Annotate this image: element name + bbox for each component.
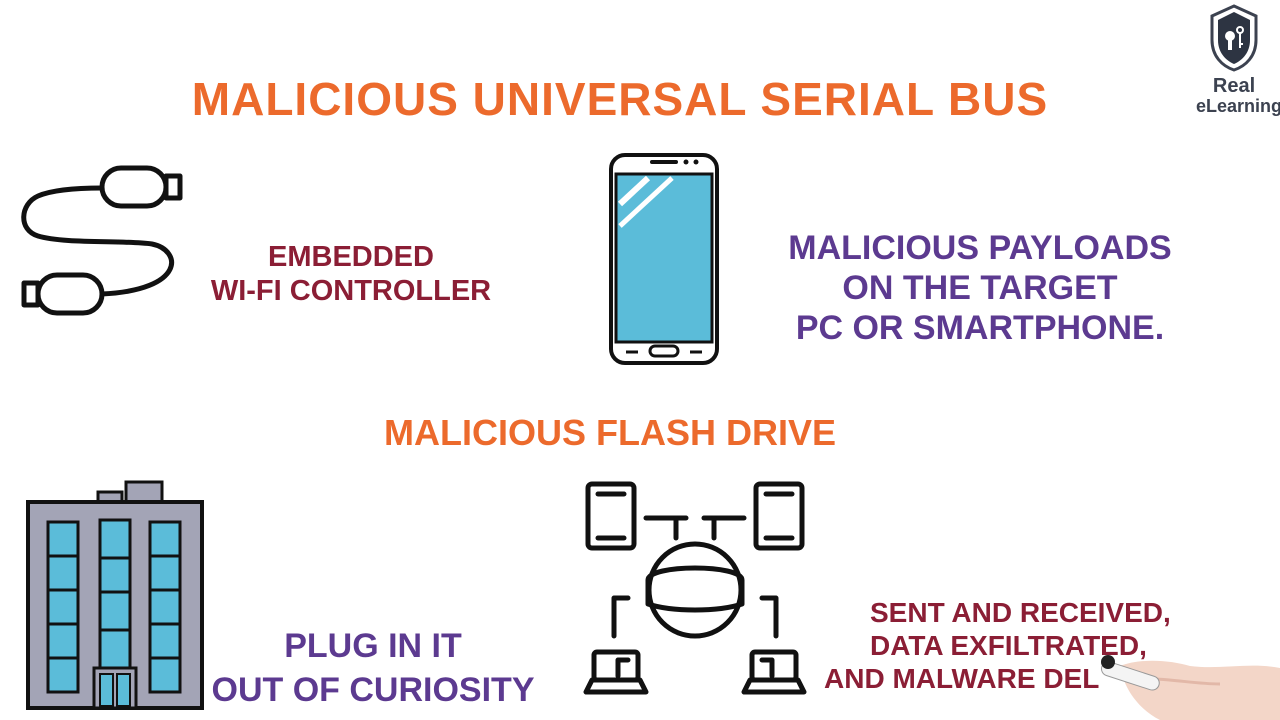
- office-building-icon: [26, 480, 204, 710]
- logo-text-elearning: eLearning: [1196, 96, 1280, 116]
- caption-line: ON THE TARGET: [842, 269, 1118, 308]
- logo-text-real: Real: [1212, 75, 1256, 97]
- caption-line: PLUG IN IT: [284, 627, 462, 665]
- caption-wifi-controller: EMBEDDED WI-FI CONTROLLER: [196, 240, 506, 308]
- hand-with-marker-illustration: [1100, 655, 1280, 720]
- section-subtitle: MALICIOUS FLASH DRIVE: [383, 412, 836, 453]
- caption-line: EMBEDDED: [268, 241, 434, 273]
- caption-line: MALICIOUS PAYLOADS: [788, 229, 1172, 267]
- brand-logo: Real eLearning: [1196, 4, 1280, 116]
- caption-line: WI-FI CONTROLLER: [210, 275, 492, 308]
- caption-curiosity: PLUG IN IT OUT OF CURIOSITY: [208, 624, 538, 712]
- caption-line: OUT OF CURIOSITY: [211, 671, 535, 710]
- usb-cable-icon: [21, 165, 183, 316]
- caption-line: PC OR SMARTPHONE.: [795, 309, 1165, 348]
- hacker-network-icon: [583, 481, 807, 695]
- caption-line: DATA EXFILTRATED,: [870, 630, 1147, 662]
- caption-malicious-payloads: MALICIOUS PAYLOADS ON THE TARGET PC OR S…: [760, 228, 1200, 348]
- smartphone-icon: [609, 153, 719, 365]
- caption-line: SENT AND RECEIVED,: [870, 597, 1171, 628]
- caption-line: AND MALWARE DEL: [824, 663, 1100, 695]
- caption-data-exfiltrated: SENT AND RECEIVED, DATA EXFILTRATED, AND…: [824, 596, 1264, 695]
- page-title: MALICIOUS UNIVERSAL SERIAL BUS: [191, 73, 1049, 125]
- shield-key-icon: [1210, 4, 1258, 72]
